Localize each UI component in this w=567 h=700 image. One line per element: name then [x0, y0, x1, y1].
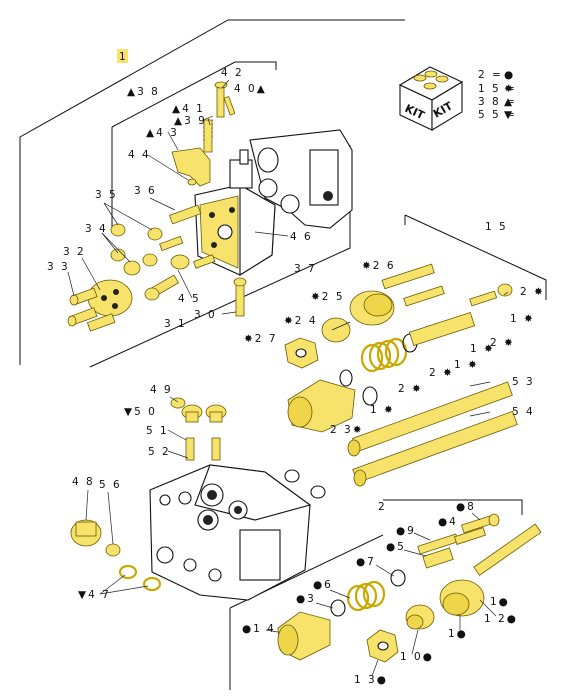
callout-23: 2 3✸	[330, 424, 364, 436]
callout-24: ✸2 4	[284, 315, 318, 327]
callout-34: 3 4	[85, 223, 108, 235]
callout-2-star-d: 2 ✸	[398, 383, 423, 395]
callout-1-star-c: 1 ✸	[454, 359, 479, 371]
callout-5: ●5	[386, 541, 406, 553]
legend-text-2: 1 5 =	[478, 83, 517, 95]
callout-8: ●8	[456, 501, 476, 513]
callout-4: ●4	[438, 516, 458, 528]
callout-1-star-d: 1 ✸	[370, 404, 395, 416]
highlight-box	[117, 49, 128, 63]
callout-38: ▲3 8	[127, 86, 160, 98]
callout-9: ●9	[396, 525, 416, 537]
callout-30: 3 0	[194, 309, 217, 321]
callout-43: ▲4 3	[146, 127, 179, 139]
callout-1-dot-b: 1●	[490, 596, 510, 608]
callout-45: 4 5	[178, 293, 201, 305]
callout-27: ✸2 7	[244, 333, 278, 345]
callout-13: 1 3●	[354, 674, 388, 686]
callout-41: ▲4 1	[172, 103, 205, 115]
callout-42: 4 2	[221, 67, 244, 79]
callout-26: ✸2 6	[362, 260, 396, 272]
callout-50: ▼5 0	[124, 406, 157, 418]
callout-1-highlighted: 1	[119, 51, 128, 63]
kit-box-icon: KIT KIT	[398, 66, 464, 131]
callout-1-star-b: 1 ✸	[470, 343, 495, 355]
legend: 2 = ● 1 5 = ✸ 3 8 = ▲ 5 5 = ▼	[478, 69, 517, 121]
callout-36: 3 6	[134, 185, 157, 197]
callout-7: ●7	[356, 556, 376, 568]
valve-body	[70, 397, 312, 601]
callout-2-star-b: 2 ✸	[490, 337, 515, 349]
callout-56: 5 6	[99, 479, 122, 491]
callout-53: 5 3	[512, 376, 535, 388]
callout-44: 4 4	[128, 149, 151, 161]
spool-assembly-15	[284, 263, 518, 499]
callout-39: ▲3 9	[174, 115, 207, 127]
callout-35: 3 5	[95, 189, 118, 201]
legend-text-1: 2 =	[478, 69, 503, 81]
callout-2-star-a: 2 ✸	[520, 286, 545, 298]
callout-3: ●3	[296, 593, 316, 605]
lever-assembly	[67, 81, 353, 332]
legend-symbol-4: ▼	[504, 109, 514, 121]
callout-10: 1 0●	[400, 651, 434, 663]
callout-49: 4 9	[150, 384, 173, 396]
callout-1-dot-a: 1●	[448, 628, 468, 640]
callout-37: 3 7	[294, 263, 317, 275]
callout-12: 1 2●	[484, 613, 518, 625]
callout-labels: 1 ▲3 8 4 2 4 0▲ ▲4 1 ▲3 9 ▲4 3 4 4 3 5 3…	[47, 51, 545, 686]
callout-52: 5 2	[148, 446, 171, 458]
callout-32: 3 2	[63, 246, 86, 258]
callout-40: 4 0▲	[234, 83, 267, 95]
callout-2: 2	[378, 501, 387, 513]
legend-text-3: 3 8 =	[478, 96, 517, 108]
callout-6: ●6	[313, 579, 333, 591]
callout-33: 3 3	[47, 261, 70, 273]
callout-51: 5 1	[146, 425, 169, 437]
legend-symbol-2: ✸	[504, 83, 515, 95]
callout-2-star-c: 2 ✸	[429, 367, 454, 379]
callout-15: 1 5	[485, 221, 508, 233]
callout-46: 4 6	[290, 231, 313, 243]
callout-54: 5 4	[512, 406, 535, 418]
callout-1-star-a: 1 ✸	[510, 313, 535, 325]
callout-25: ✸2 5	[311, 291, 345, 303]
callout-31: 3 1	[164, 318, 187, 330]
callout-14: ●1 4	[242, 623, 276, 635]
callout-48: 4 8	[72, 476, 95, 488]
legend-symbol-3: ▲	[504, 96, 514, 108]
callout-leaders	[67, 79, 509, 677]
spool-assembly-2	[277, 513, 542, 663]
callout-47: ▼4 7	[78, 589, 111, 601]
legend-text-4: 5 5 =	[478, 109, 517, 121]
legend-symbol-1: ●	[504, 69, 515, 81]
